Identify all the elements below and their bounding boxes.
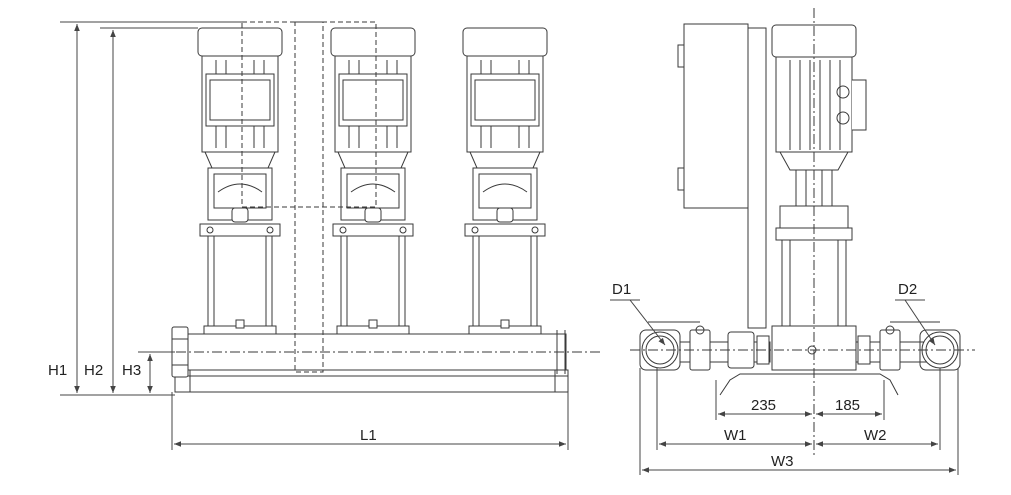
label-h2: H2 — [84, 362, 103, 379]
label-235: 235 — [751, 397, 776, 414]
label-h1: H1 — [48, 362, 67, 379]
label-d2: D2 — [898, 281, 917, 298]
side-base-foot — [719, 373, 899, 396]
label-w3: W3 — [771, 453, 794, 470]
side-motor — [771, 24, 867, 371]
d2-leader — [904, 299, 936, 346]
control-box-dashed-outline — [241, 21, 377, 373]
label-w2: W2 — [864, 427, 887, 444]
label-w1: W1 — [724, 427, 747, 444]
label-185: 185 — [835, 397, 860, 414]
label-l1: L1 — [360, 427, 377, 444]
pump-2 — [330, 27, 416, 335]
label-d1: D1 — [612, 281, 631, 298]
base-frame — [174, 369, 569, 393]
pump-1 — [197, 27, 283, 335]
label-h3: H3 — [122, 362, 141, 379]
suction-pipework — [639, 321, 771, 371]
side-dimensions — [610, 299, 959, 475]
d1-leader — [629, 299, 666, 346]
pump-3 — [462, 27, 548, 335]
front-view — [140, 21, 600, 393]
front-dimensions — [60, 21, 569, 450]
discharge-pipework — [855, 321, 961, 371]
control-cabinet — [677, 23, 767, 329]
side-view — [630, 8, 975, 455]
